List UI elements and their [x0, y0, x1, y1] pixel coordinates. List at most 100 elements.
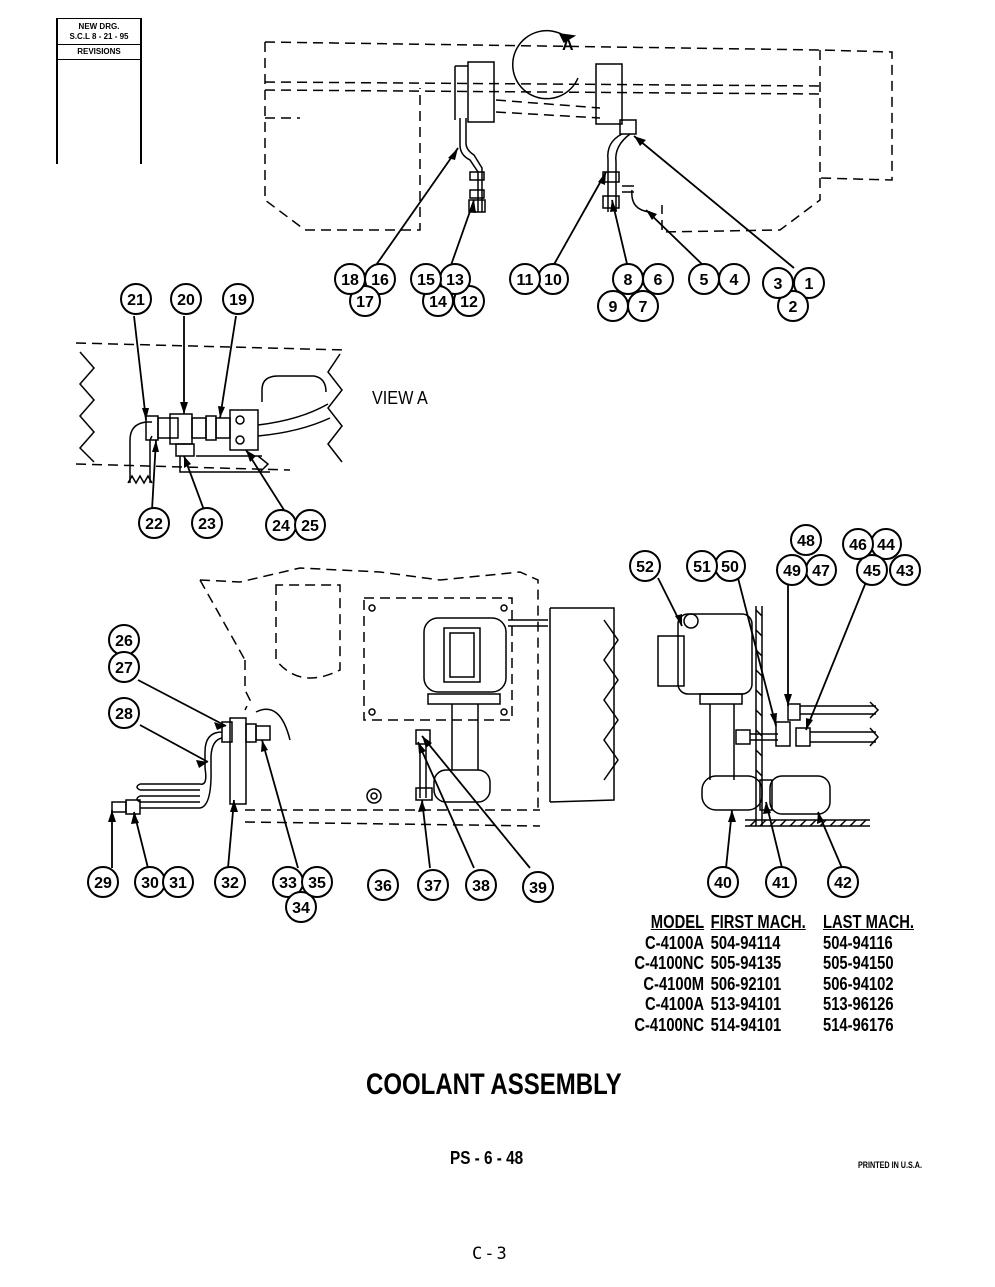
callout-number: 34: [292, 900, 310, 917]
callout-number: 4: [730, 272, 739, 289]
callout-number: 52: [636, 559, 654, 576]
callout-number: 36: [374, 878, 392, 895]
callout-number: 3: [774, 276, 783, 293]
drawing-title: COOLANT ASSEMBLY: [366, 1068, 622, 1101]
top-right-fittings: [602, 119, 651, 213]
callout-number: 43: [896, 563, 914, 580]
callout-39: 39: [522, 871, 554, 903]
callout-8: 8: [612, 263, 644, 295]
top-leaders: [373, 135, 795, 269]
model-table-header: MODEL FIRST MACH. LAST MACH.: [618, 912, 930, 933]
view-a-label: VIEW A: [372, 388, 428, 408]
callout-27: 27: [108, 651, 140, 683]
callout-circle: [334, 263, 366, 295]
callout-19: 19: [222, 283, 254, 315]
drawing-number: PS - 6 - 48: [450, 1148, 524, 1168]
header-last-mach: LAST MACH.: [823, 912, 915, 932]
callout-40: 40: [707, 866, 739, 898]
last-mach-cell: 504-94116: [823, 932, 893, 953]
first-mach-cell: 505-94135: [710, 953, 782, 973]
callout-number: 6: [654, 272, 663, 289]
model-cell: C-4100NC: [634, 1014, 705, 1035]
callout-circle: [120, 283, 152, 315]
model-cell: C-4100NC: [634, 953, 705, 973]
callout-number: 5: [700, 272, 709, 289]
callout-48: 48: [790, 524, 822, 556]
callout-44: 44: [870, 528, 902, 560]
detail-a-label: A: [562, 37, 574, 54]
front-view-leaders: [111, 679, 531, 869]
callout-number: 10: [544, 272, 562, 289]
callout-circle: [191, 507, 223, 539]
callout-circle: [170, 283, 202, 315]
callout-number: 28: [115, 706, 133, 723]
last-mach-cell: 505-94150: [823, 953, 894, 973]
callout-47: 47: [805, 554, 837, 586]
view-a-arrowheads: [142, 402, 256, 468]
callout-circle: [776, 554, 808, 586]
callout-25: 25: [294, 509, 326, 541]
callout-22: 22: [138, 507, 170, 539]
last-mach-cell: 506-94102: [823, 973, 894, 994]
view-a-assembly: [127, 375, 331, 485]
callout-number: 27: [115, 660, 133, 677]
callout-1: 1: [793, 267, 825, 299]
callout-number: 17: [356, 294, 374, 311]
callout-41: 41: [765, 866, 797, 898]
callout-circle: [597, 290, 629, 322]
front-right-wall: [508, 607, 619, 803]
revision-line-1: NEW DRG.: [78, 22, 120, 31]
callout-circle: [612, 263, 644, 295]
callout-number: 23: [198, 516, 216, 533]
callout-number: 7: [639, 299, 648, 316]
callout-28: 28: [108, 697, 140, 729]
callout-circle: [629, 550, 661, 582]
callout-number: 51: [693, 559, 711, 576]
callout-circle: [301, 866, 333, 898]
callout-number: 41: [772, 875, 790, 892]
callout-5: 5: [688, 263, 720, 295]
callout-number: 49: [783, 563, 801, 580]
callout-45: 45: [856, 554, 888, 586]
callout-number: 50: [721, 559, 739, 576]
pump-motor: [366, 604, 508, 804]
callout-number: 12: [460, 294, 478, 311]
callout-number: 35: [308, 875, 326, 892]
callout-number: 1: [805, 276, 814, 293]
callout-24: 24: [265, 509, 297, 541]
callout-number: 30: [141, 875, 159, 892]
model-cell: C-4100A: [645, 932, 705, 953]
callout-circle: [707, 866, 739, 898]
first-mach-cell: 513-94101: [710, 994, 782, 1014]
revision-note: NEW DRG. S.C.L 8 - 21 - 95: [58, 18, 140, 45]
callout-31: 31: [162, 866, 194, 898]
callout-number: 32: [221, 875, 239, 892]
callout-7: 7: [627, 290, 659, 322]
callout-circle: [417, 869, 449, 901]
callout-circle: [87, 866, 119, 898]
revision-block: NEW DRG. S.C.L 8 - 21 - 95 REVISIONS: [56, 18, 142, 164]
callout-21: 21: [120, 283, 152, 315]
callout-circle: [349, 285, 381, 317]
callout-49: 49: [776, 554, 808, 586]
header-model: MODEL: [650, 912, 705, 932]
callout-number: 40: [714, 875, 732, 892]
view-a-breaks: [78, 351, 343, 463]
callout-number: 24: [272, 518, 290, 535]
callout-35: 35: [301, 866, 333, 898]
callout-circle: [827, 866, 859, 898]
top-arrowheads: [448, 136, 657, 220]
callout-3: 3: [762, 267, 794, 299]
callout-37: 37: [417, 869, 449, 901]
callout-number: 14: [429, 294, 447, 311]
callout-6: 6: [642, 263, 674, 295]
callout-number: 47: [812, 563, 830, 580]
callout-circle: [856, 554, 888, 586]
callout-circle: [842, 528, 874, 560]
callout-number: 2: [789, 299, 798, 316]
callout-36: 36: [367, 869, 399, 901]
callout-circle: [765, 866, 797, 898]
first-mach-cell: 506-92101: [710, 973, 782, 994]
callout-50: 50: [714, 550, 746, 582]
callout-circle: [285, 891, 317, 923]
